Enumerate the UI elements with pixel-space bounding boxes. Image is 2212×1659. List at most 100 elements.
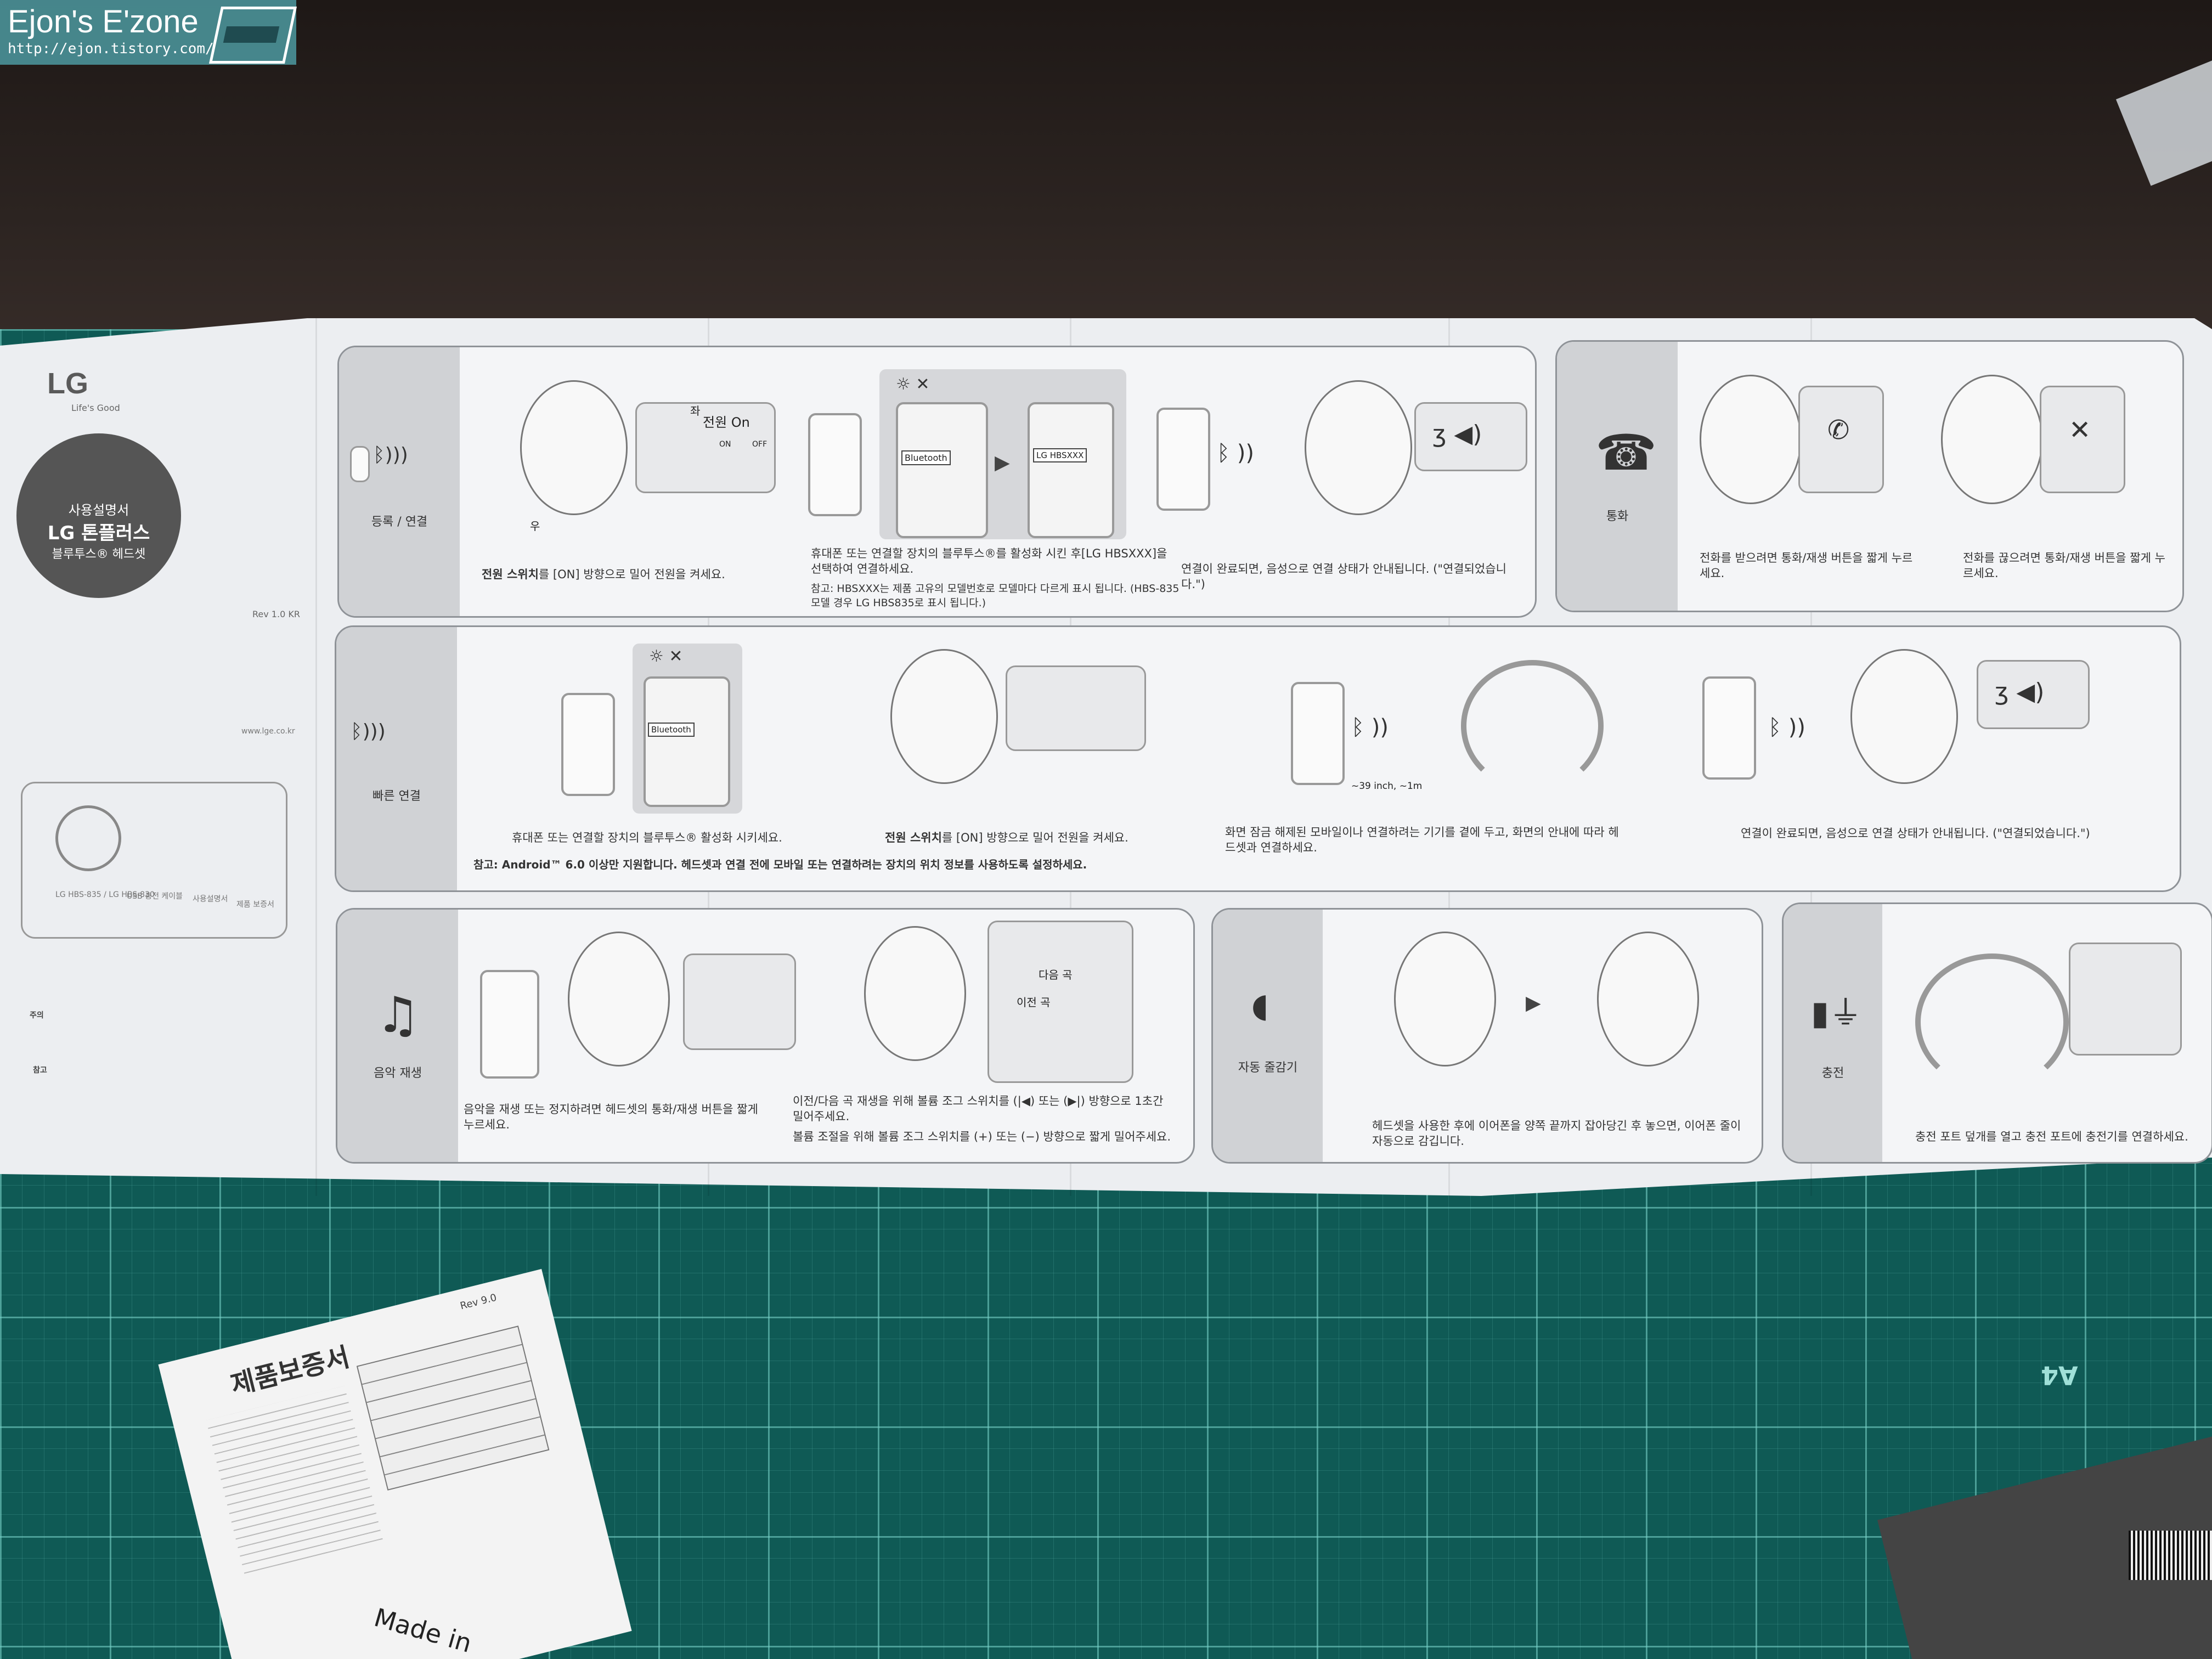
earbud-icon: ◖ [1251,986,1269,1025]
watermark-title: Ejon's E'zone [8,3,199,40]
caption-answer: 전화를 받으려면 통화/재생 버튼을 짧게 누르세요. [1700,550,1919,582]
lg-tagline: Life's Good [71,403,120,413]
note-title: 참고 [33,1064,47,1075]
phone-device-list: LG HBSXXX [1028,402,1114,538]
phone-screen-callout: ☼ ✕ Bluetooth ▶ LG HBSXXX [879,369,1126,539]
caption-connected: 연결이 완료되면, 음성으로 연결 상태가 안내됩니다. ("연결되었습니다."… [1741,826,2136,841]
device-name-label: LG HBSXXX [1033,448,1087,462]
phone-bt-setting: Bluetooth [896,402,988,538]
settings-icon: ☼ ✕ [896,375,930,394]
cover-line-1: 사용설명서 [16,499,181,518]
auto-winder-label: 자동 줄감기 [1213,1058,1323,1075]
phone-5 [1702,676,1756,780]
cover-revision: Rev 1.0 KR [252,609,300,619]
on-label: ON [719,440,731,449]
caption-enable-bt: 휴대폰 또는 연결할 장치의 블루투스® 활성화 시키세요. [512,830,797,845]
charge-port-callout [2069,943,2182,1056]
speaker-icon: ʒ ◀) [1995,678,2044,706]
caption-power-on: 전원 스위치를 [ON] 방향으로 밀어 전원을 켜세요. [482,567,725,582]
caption-power-on: 전원 스위치를 [ON] 방향으로 밀어 전원을 켜세요. [885,830,1214,845]
warranty-text [206,1386,385,1580]
person-figure [1597,932,1699,1066]
package-contents-box: LG HBS-835 / LG HBS-830 USB 충전 케이블 사용설명서… [21,782,287,939]
person-figure [1850,649,1958,784]
music-label: 음악 재생 [337,1063,458,1081]
voice-callout: ʒ ◀) [1414,402,1527,471]
made-in-label: Made in [371,1602,475,1658]
arrow-icon: ▶ [995,452,1010,474]
power-switch-callout: 전원 On ON OFF [635,402,776,493]
bluetooth-toggle-label: Bluetooth [648,723,695,737]
caption-charging: 충전 포트 덮개를 열고 충전 포트에 충전기를 연결하세요. [1915,1129,2200,1144]
caption-power-rest: 를 [ON] 방향으로 밀어 전원을 켜세요. [942,831,1128,844]
person-figure [1941,375,2043,504]
bluetooth-icon: ᛒ )) [1217,441,1254,466]
instruction-sheet: LG Life's Good 사용설명서 LG 톤플러스 블루투스® 헤드셋 R… [0,318,2212,1196]
phone-screen-callout: ☼ ✕ Bluetooth [633,644,742,814]
bluetooth-icon: ᛒ))) [373,444,408,466]
phone-icon [350,446,370,482]
caption-volume: 볼륨 조절을 위해 볼륨 조그 스위치를 (+) 또는 (−) 방향으로 짧게 … [793,1129,1177,1144]
bluetooth-icon: ᛒ))) [351,720,386,743]
prev-track-label: 이전 곡 [1017,994,1051,1009]
warranty-revision: Rev 9.0 [459,1292,498,1312]
panel-auto-winder: ◖ 자동 줄감기 ▶ 헤드셋을 사용한 후에 이어폰을 양쪽 끝까지 잡아당긴 … [1211,908,1763,1164]
left-marker: 좌 [690,402,700,418]
caption-nearby: 화면 잠금 해제된 모바일이나 연결하려는 기기를 곁에 두고, 화면의 안내에… [1225,825,1620,856]
pairing-label: 등록 / 연결 [339,512,460,529]
lg-logo: LG [47,366,88,400]
cover-line-3: 블루투스® 헤드셋 [16,544,181,562]
neckband-illustration [1461,660,1604,792]
contents-cable: USB 충전 케이블 [127,890,183,901]
panel-music: ♫ 음악 재생 음악을 재생 또는 정지하려면 헤드셋의 통화/재생 버튼을 짧… [336,908,1195,1164]
caption-power-bold: 전원 스위치 [885,831,942,844]
cover-line-2: LG 톤플러스 [16,518,181,545]
caption-end-call: 전화를 끊으려면 통화/재생 버튼을 짧게 누르세요. [1963,550,2171,582]
person-figure [1700,375,1802,504]
phone-4 [1291,682,1345,785]
next-track-label: 다음 곡 [1039,966,1073,982]
caption-power-rest: 를 [ON] 방향으로 밀어 전원을 켜세요. [539,568,725,581]
person-figure [568,932,670,1066]
settings-icon: ☼ ✕ [649,647,683,666]
panel-side [1213,910,1323,1162]
answer-icon: ✆ [1827,415,1849,445]
phone-2 [1156,408,1210,511]
phone-3 [561,693,615,796]
person-figure [864,926,966,1061]
watermark-logo-bar [223,26,279,43]
phone-1 [808,413,862,516]
arrow-icon: ▶ [1526,992,1541,1014]
panel-call: ☎ 통화 ✆ 전화를 받으려면 통화/재생 버튼을 짧게 누르세요. ✕ 전화를… [1555,340,2184,612]
watermark-url: http://ejon.tistory.com/ [8,41,214,57]
contents-manual: 사용설명서 [193,893,228,904]
person-figure [890,649,998,784]
bluetooth-icon: ᛒ )) [1768,715,1805,740]
warranty-table [357,1325,550,1491]
panel-side [336,627,457,890]
phone-bt-setting: Bluetooth [644,676,730,807]
barcode-label [2129,1531,2212,1580]
end-call-callout: ✕ [2040,386,2125,493]
person-figure [1394,932,1496,1066]
bluetooth-icon: ᛒ )) [1351,715,1389,740]
headset-illustration [55,805,121,871]
person-figure [520,380,628,515]
speaker-icon: ʒ ◀) [1432,420,1482,448]
answer-callout: ✆ [1798,386,1884,493]
play-button-callout [683,953,796,1050]
caption-track: 이전/다음 곡 재생을 위해 볼륨 조그 스위치를 (|◀) 또는 (▶|) 방… [793,1093,1177,1125]
panel-pairing: ᛒ))) 등록 / 연결 전원 On ON OFF 우 좌 전원 스위치를 [O… [337,346,1537,618]
cover-website: www.lge.co.kr [241,727,295,736]
caption-power-bold: 전원 스위치 [482,568,539,581]
call-label: 통화 [1557,506,1678,524]
neckband-illustration [1915,953,2069,1091]
caption-play: 음악을 재생 또는 정지하려면 헤드셋의 통화/재생 버튼을 짧게 누르세요. [464,1102,771,1133]
android-note: 참고: Android™ 6.0 이상만 지원합니다. 헤드셋과 연결 전에 모… [473,857,1516,872]
charging-label: 충전 [1784,1063,1882,1081]
jog-switch-callout: 다음 곡 이전 곡 [988,921,1133,1083]
caption-auto-winder: 헤드셋을 사용한 후에 이어폰을 양쪽 끝까지 잡아당긴 후 놓으면, 이어폰 … [1372,1118,1745,1149]
distance-label: ~39 inch, ~1m [1351,781,1422,792]
person-figure [1305,380,1412,515]
